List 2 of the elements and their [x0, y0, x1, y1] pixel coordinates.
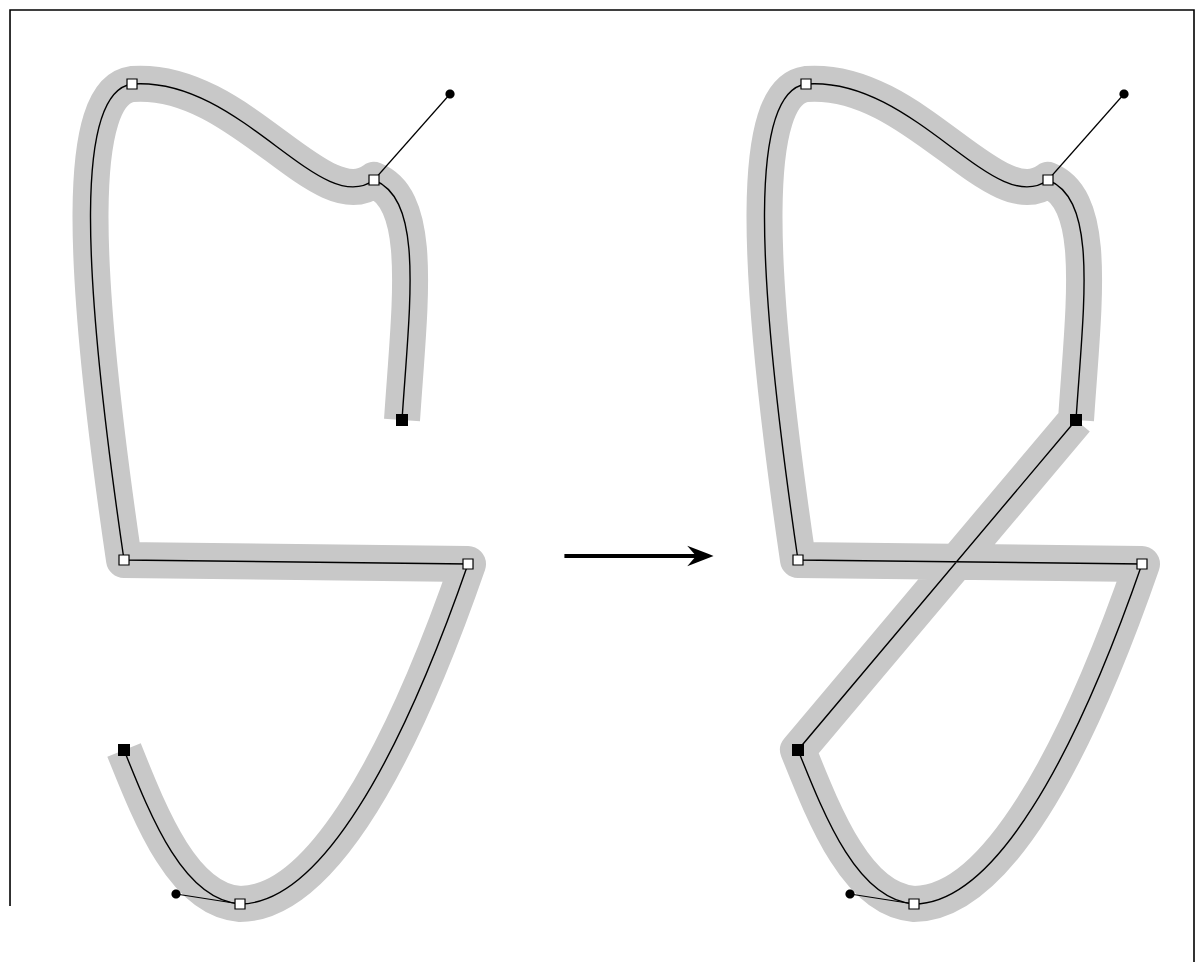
path-drawing [746, 66, 1160, 922]
path-drawing [72, 66, 486, 922]
